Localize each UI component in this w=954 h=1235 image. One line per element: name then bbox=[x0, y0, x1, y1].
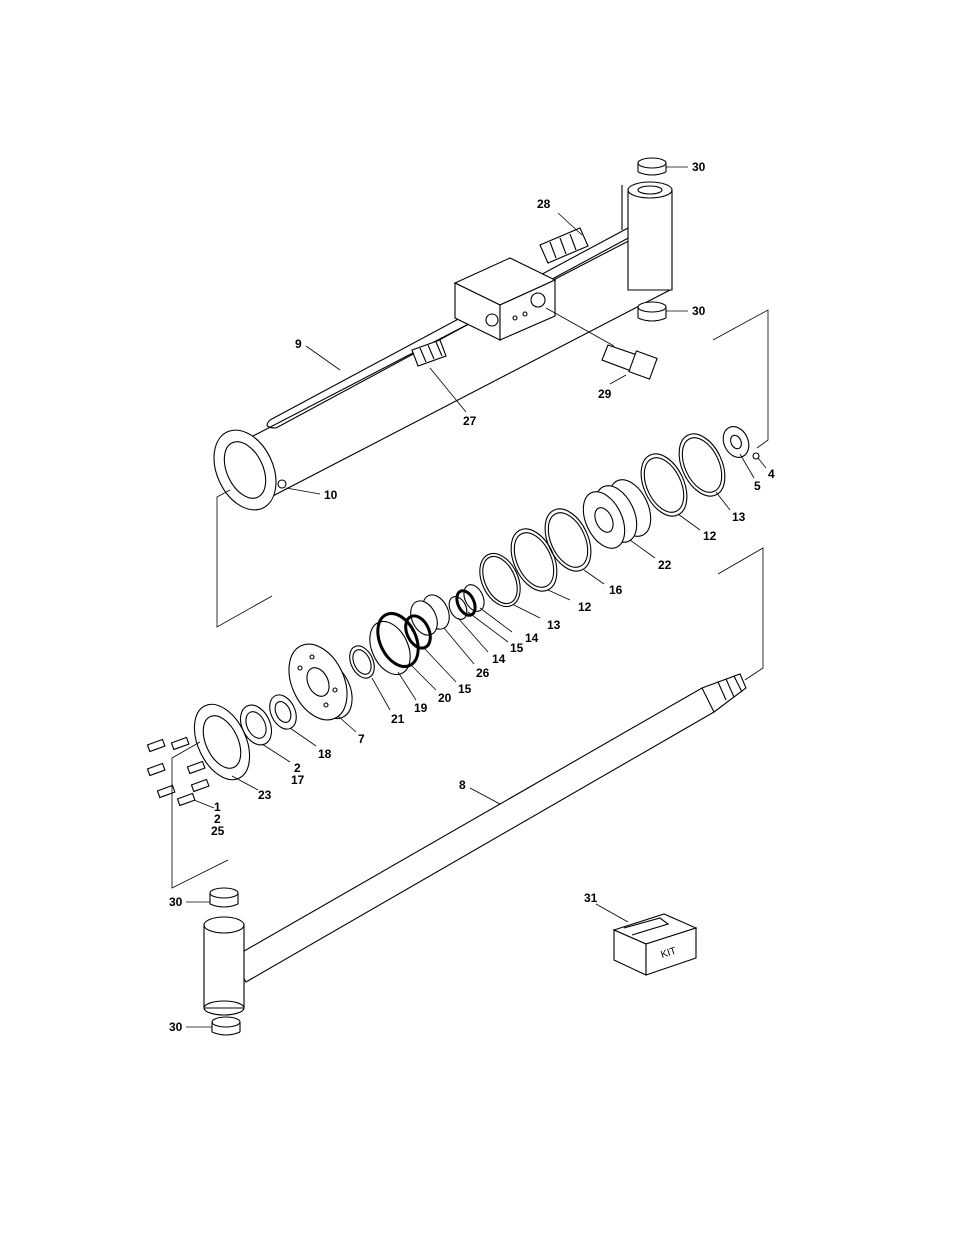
callout-13: 13 bbox=[547, 618, 561, 632]
callout-31: 31 bbox=[584, 891, 598, 905]
callout-17: 17 bbox=[291, 773, 305, 787]
ring-13b bbox=[479, 552, 521, 608]
ring-16 bbox=[544, 508, 592, 572]
callout-18: 18 bbox=[318, 747, 332, 761]
kit-box-31: KIT bbox=[612, 913, 698, 976]
callout-15: 15 bbox=[458, 682, 472, 696]
ring-12a bbox=[640, 453, 688, 517]
callout-30: 30 bbox=[169, 895, 183, 909]
callout-28: 28 bbox=[537, 197, 551, 211]
callout-14: 14 bbox=[525, 631, 539, 645]
kit-label: KIT bbox=[660, 946, 678, 961]
plate-23 bbox=[193, 703, 251, 781]
callout-30: 30 bbox=[169, 1020, 183, 1034]
callout-2: 2 bbox=[214, 812, 221, 826]
bolts-1-2-25 bbox=[146, 736, 210, 807]
callout-15: 15 bbox=[510, 641, 524, 655]
piston-nut-5 bbox=[722, 426, 750, 458]
callout-7: 7 bbox=[358, 732, 365, 746]
callout-13: 13 bbox=[732, 510, 746, 524]
callout-4: 4 bbox=[768, 467, 775, 481]
ring-19 bbox=[369, 620, 411, 676]
callout-8: 8 bbox=[459, 778, 466, 792]
ring-14a bbox=[463, 584, 485, 612]
callout-10: 10 bbox=[324, 488, 338, 502]
callout-14: 14 bbox=[492, 652, 506, 666]
cylinder-barrel bbox=[213, 157, 673, 511]
spacer-26 bbox=[410, 594, 450, 636]
callout-19: 19 bbox=[414, 701, 428, 715]
fitting-27 bbox=[411, 339, 447, 367]
callout-5: 5 bbox=[754, 479, 761, 493]
nut-4 bbox=[752, 452, 760, 460]
callout-23: 23 bbox=[258, 788, 272, 802]
fitting-29 bbox=[601, 344, 658, 380]
piston-22 bbox=[582, 479, 652, 549]
o-ring-15b bbox=[404, 614, 432, 650]
callout-26: 26 bbox=[476, 666, 490, 680]
ring-14b bbox=[448, 596, 468, 620]
callout-20: 20 bbox=[438, 691, 452, 705]
callout-22: 22 bbox=[658, 558, 672, 572]
o-ring-20 bbox=[376, 612, 420, 668]
callout-12: 12 bbox=[703, 529, 717, 543]
breakout-lines bbox=[171, 309, 769, 889]
ring-21 bbox=[349, 645, 375, 679]
callout-25: 25 bbox=[211, 824, 225, 838]
callout-2: 2 bbox=[294, 761, 301, 775]
leader-lines bbox=[186, 166, 767, 1028]
callout-29: 29 bbox=[598, 387, 612, 401]
callout-9: 9 bbox=[295, 337, 302, 351]
callout-30: 30 bbox=[692, 160, 706, 174]
ring-12b bbox=[510, 528, 558, 592]
ring-13a bbox=[678, 433, 726, 497]
callout-labels: 30 28 30 9 27 29 10 4 5 13 12 22 16 12 1… bbox=[169, 160, 775, 1034]
wiper-2-17 bbox=[239, 704, 273, 746]
fitting-28 bbox=[539, 227, 589, 264]
callout-21: 21 bbox=[391, 712, 405, 726]
gland-7 bbox=[288, 643, 353, 721]
callout-30: 30 bbox=[692, 304, 706, 318]
piston-rod-8 bbox=[203, 673, 747, 1036]
callout-16: 16 bbox=[609, 583, 623, 597]
callout-12: 12 bbox=[578, 600, 592, 614]
callout-1: 1 bbox=[214, 800, 221, 814]
callout-27: 27 bbox=[463, 414, 477, 428]
